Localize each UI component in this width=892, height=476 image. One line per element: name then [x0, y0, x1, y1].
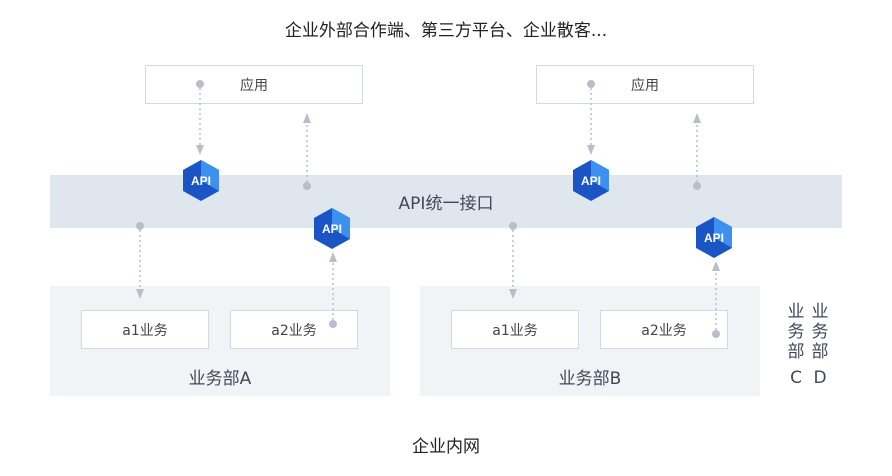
- hexagon-icon: [696, 217, 732, 258]
- business-box-label: a2业务: [641, 322, 687, 339]
- app-box-label: 应用: [631, 77, 659, 94]
- connector-dot: [509, 222, 517, 230]
- api-badge[interactable]: API: [695, 216, 733, 259]
- app-box-label: 应用: [240, 77, 268, 94]
- api-unified-interface-band: API统一接口: [50, 175, 842, 228]
- business-box-a2[interactable]: a2业务: [230, 310, 358, 349]
- department-label-d: 业 务 部 D: [811, 302, 829, 388]
- api-badge[interactable]: API: [182, 159, 220, 202]
- connector-dot: [303, 182, 311, 190]
- api-badge-label: API: [321, 221, 342, 236]
- connector-dot: [587, 80, 595, 88]
- app-box-right[interactable]: 应用: [536, 65, 754, 104]
- top-title: 企业外部合作端、第三方平台、企业散客...: [284, 21, 608, 41]
- business-box-b1[interactable]: a1业务: [451, 310, 579, 349]
- api-badge[interactable]: API: [313, 207, 351, 250]
- hexagon-icon: [573, 160, 609, 201]
- department-label-a: 业务部A: [188, 369, 252, 389]
- business-box-b2[interactable]: a2业务: [600, 310, 728, 349]
- hexagon-icon: [183, 160, 219, 201]
- connector-dot: [196, 80, 204, 88]
- api-band-label: API统一接口: [398, 194, 494, 214]
- connector-dot: [329, 320, 337, 328]
- hexagon-icon: [314, 208, 350, 249]
- business-box-label: a2业务: [271, 322, 317, 339]
- business-box-a1[interactable]: a1业务: [81, 310, 209, 349]
- department-label-b: 业务部B: [558, 369, 622, 389]
- connector-dot: [136, 222, 144, 230]
- connector-dot: [712, 330, 720, 338]
- business-box-label: a1业务: [122, 322, 168, 339]
- business-box-label: a1业务: [492, 322, 538, 339]
- connector-dot: [693, 182, 701, 190]
- api-badge[interactable]: API: [572, 159, 610, 202]
- app-box-left[interactable]: 应用: [145, 65, 363, 104]
- api-badge-label: API: [703, 230, 724, 245]
- bottom-title: 企业内网: [412, 437, 480, 457]
- department-label-c: 业 务 部 C: [787, 302, 805, 388]
- api-badge-label: API: [580, 173, 601, 188]
- api-badge-label: API: [190, 173, 211, 188]
